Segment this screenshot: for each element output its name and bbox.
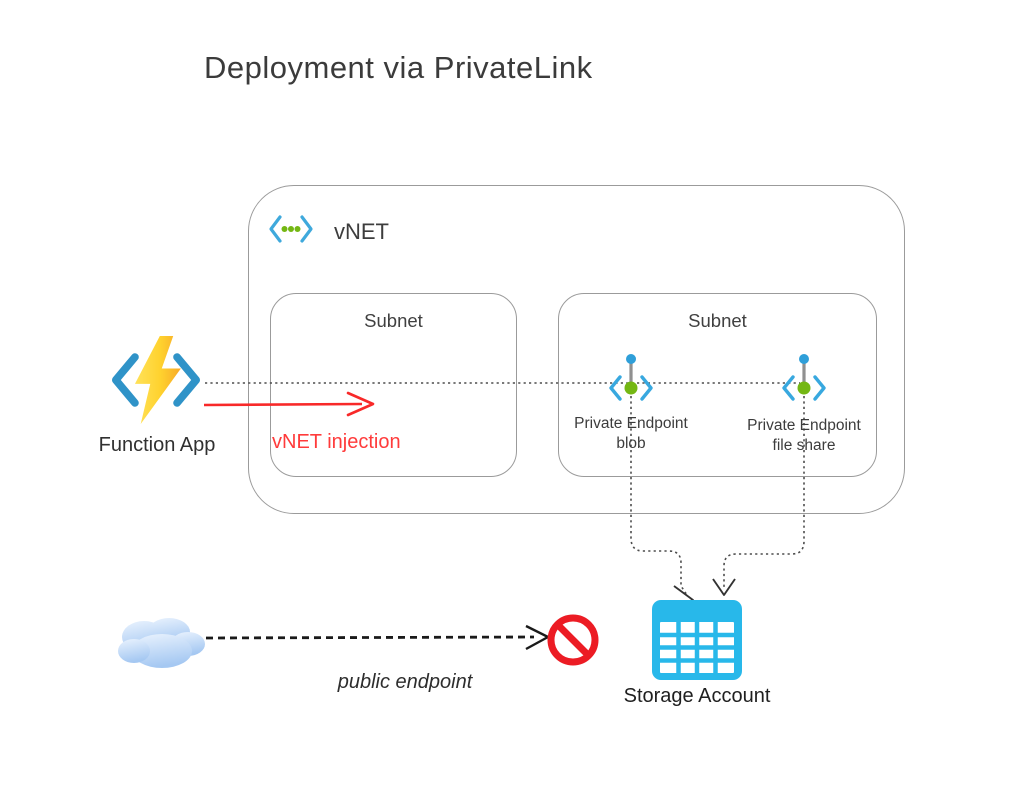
function-app-label: Function App xyxy=(98,434,216,456)
private-endpoint-blob-label: Private Endpoint blob xyxy=(546,414,716,454)
subnet-box-right: Subnet xyxy=(558,293,877,477)
private-endpoint-fileshare-line1: Private Endpoint xyxy=(747,417,861,434)
storage-account-icon xyxy=(652,600,742,680)
function-app-icon xyxy=(106,336,206,424)
vnet-container xyxy=(248,185,905,514)
private-endpoint-fileshare-line2: file share xyxy=(772,437,836,454)
subnet-left-label: Subnet xyxy=(364,310,423,331)
page-title: Deployment via PrivateLink xyxy=(204,50,593,85)
public-endpoint-label: public endpoint xyxy=(337,671,473,693)
private-endpoint-blob-line2: blob xyxy=(616,435,646,452)
arrow-public-endpoint xyxy=(205,624,550,651)
no-entry-icon xyxy=(545,612,601,668)
private-endpoint-fileshare-label: Private Endpoint file share xyxy=(719,416,889,456)
private-endpoint-fileshare-icon xyxy=(779,350,829,406)
vnet-injection-label: vNET injection xyxy=(272,431,401,453)
private-endpoint-blob-line1: Private Endpoint xyxy=(574,415,688,432)
virtual-network-icon xyxy=(268,214,314,249)
cloud-icon xyxy=(112,611,212,673)
subnet-box-left: Subnet xyxy=(270,293,517,477)
subnet-right-label: Subnet xyxy=(688,310,747,331)
vnet-label: vNET xyxy=(334,218,389,244)
private-endpoint-blob-icon xyxy=(606,350,656,406)
storage-account-label: Storage Account xyxy=(623,685,771,707)
vnet-header: vNET xyxy=(268,214,389,249)
